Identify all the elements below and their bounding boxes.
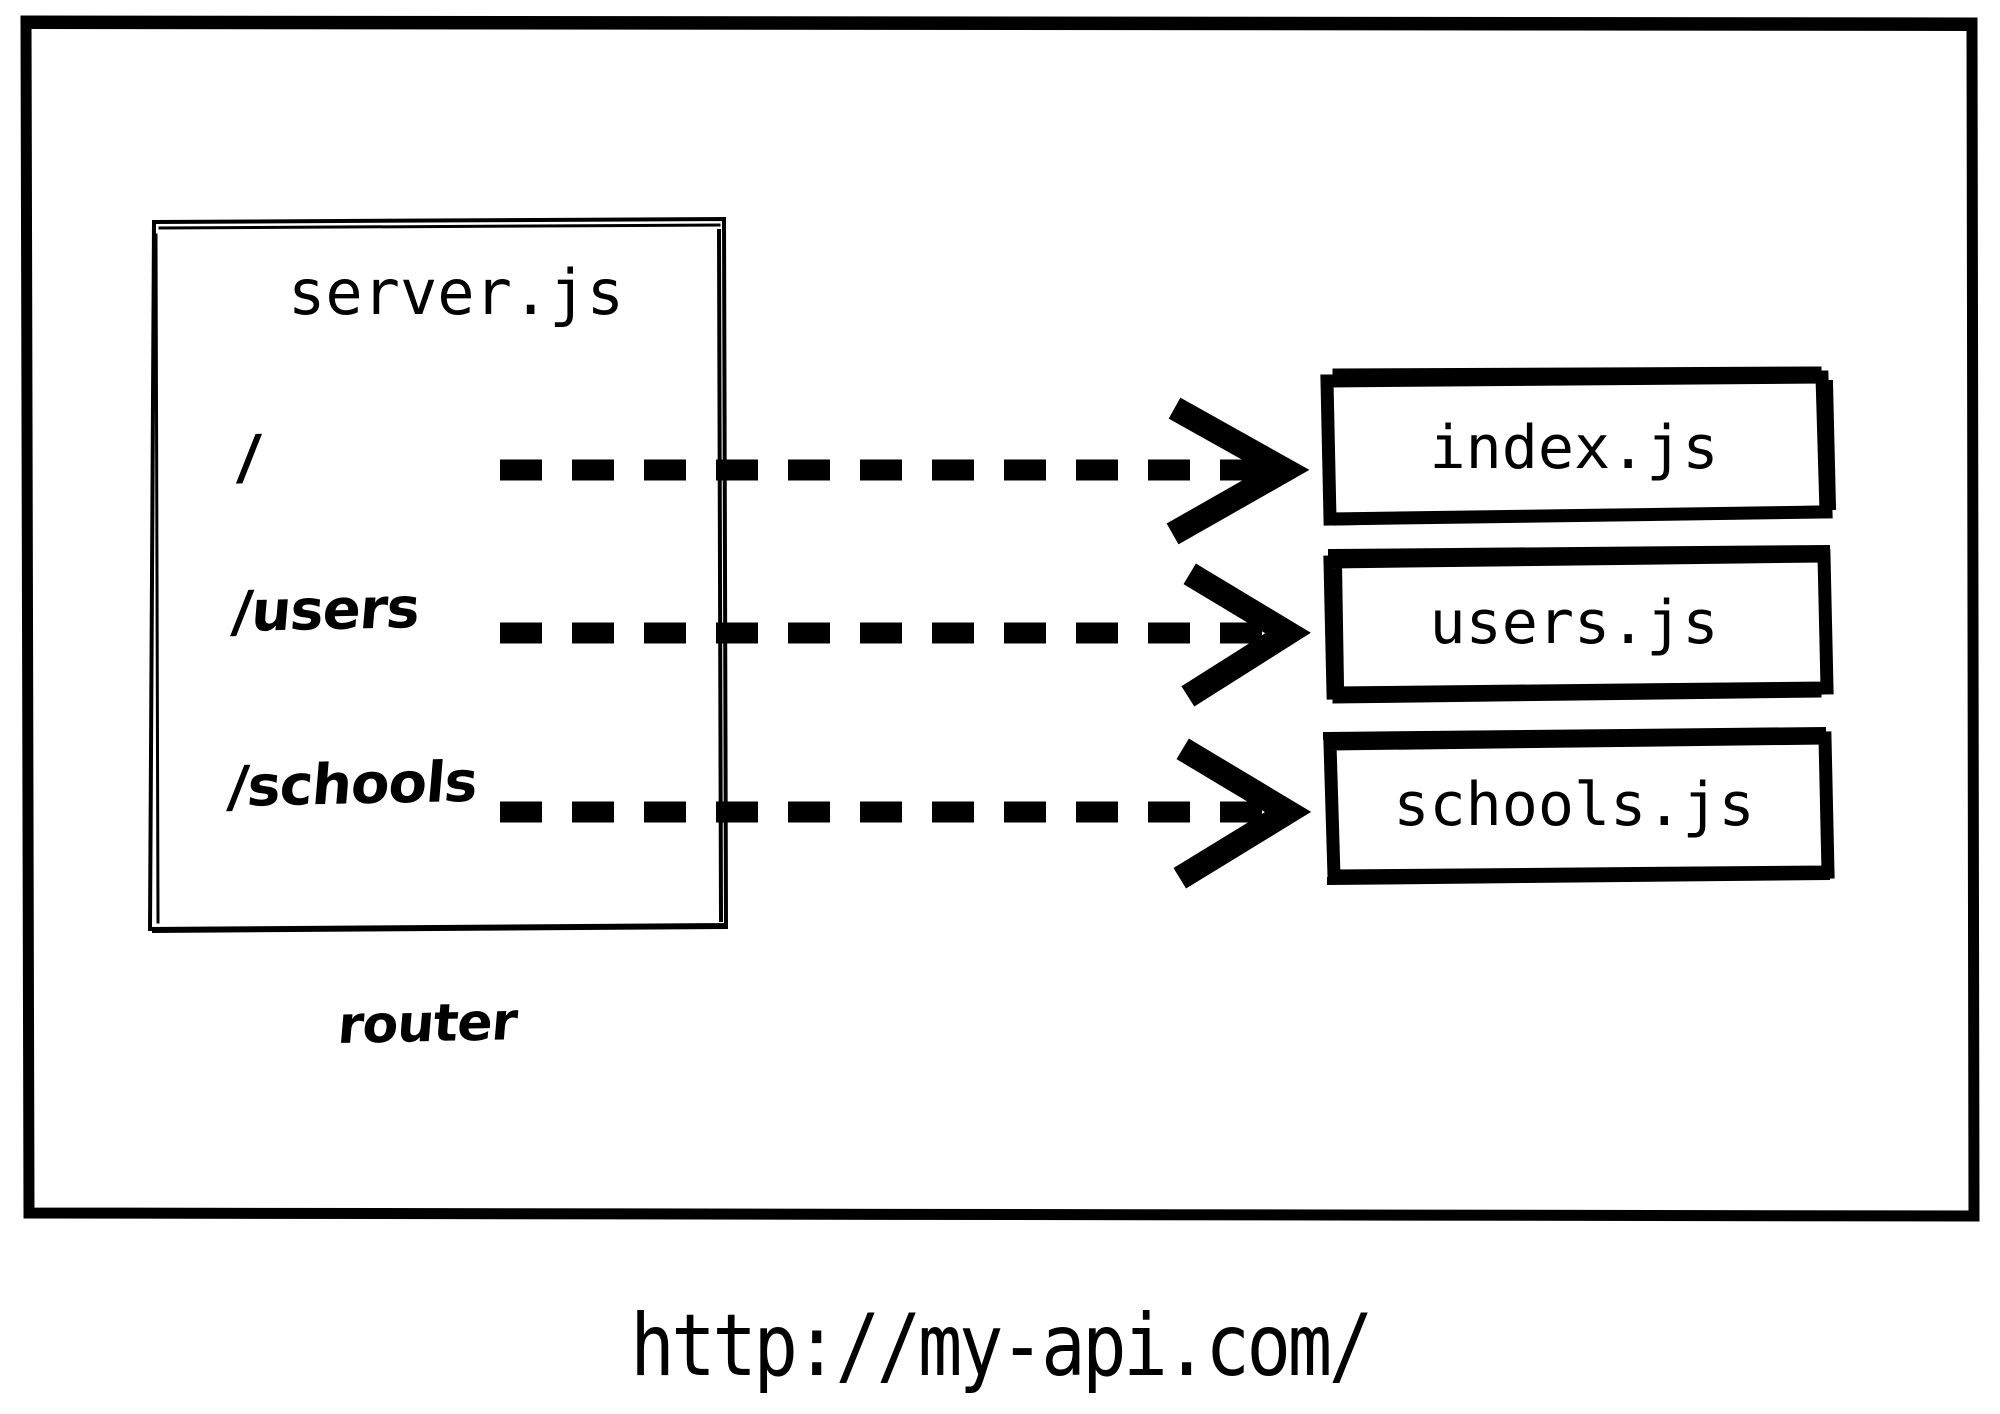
server-js-title: server.js bbox=[288, 256, 624, 329]
server-js-box bbox=[147, 216, 729, 934]
connector-users-to-users bbox=[500, 563, 1311, 707]
connector-root-to-index bbox=[500, 397, 1310, 545]
router-caption: router bbox=[335, 992, 520, 1056]
connector-schools-to-schools bbox=[500, 738, 1312, 889]
handler-label-schools-js: schools.js bbox=[1393, 770, 1755, 840]
handler-box-users-js bbox=[1323, 544, 1834, 704]
handler-label-users-js: users.js bbox=[1429, 588, 1719, 658]
api-url-caption: http://my-api.com/ bbox=[630, 1296, 1373, 1396]
route-label-users: /users bbox=[229, 576, 422, 645]
route-label-schools: /schools bbox=[225, 749, 480, 820]
handler-label-index-js: index.js bbox=[1429, 413, 1719, 483]
handler-box-index-js bbox=[1320, 366, 1837, 526]
outer-frame bbox=[20, 15, 1980, 1222]
handler-box-schools-js bbox=[1322, 726, 1835, 886]
